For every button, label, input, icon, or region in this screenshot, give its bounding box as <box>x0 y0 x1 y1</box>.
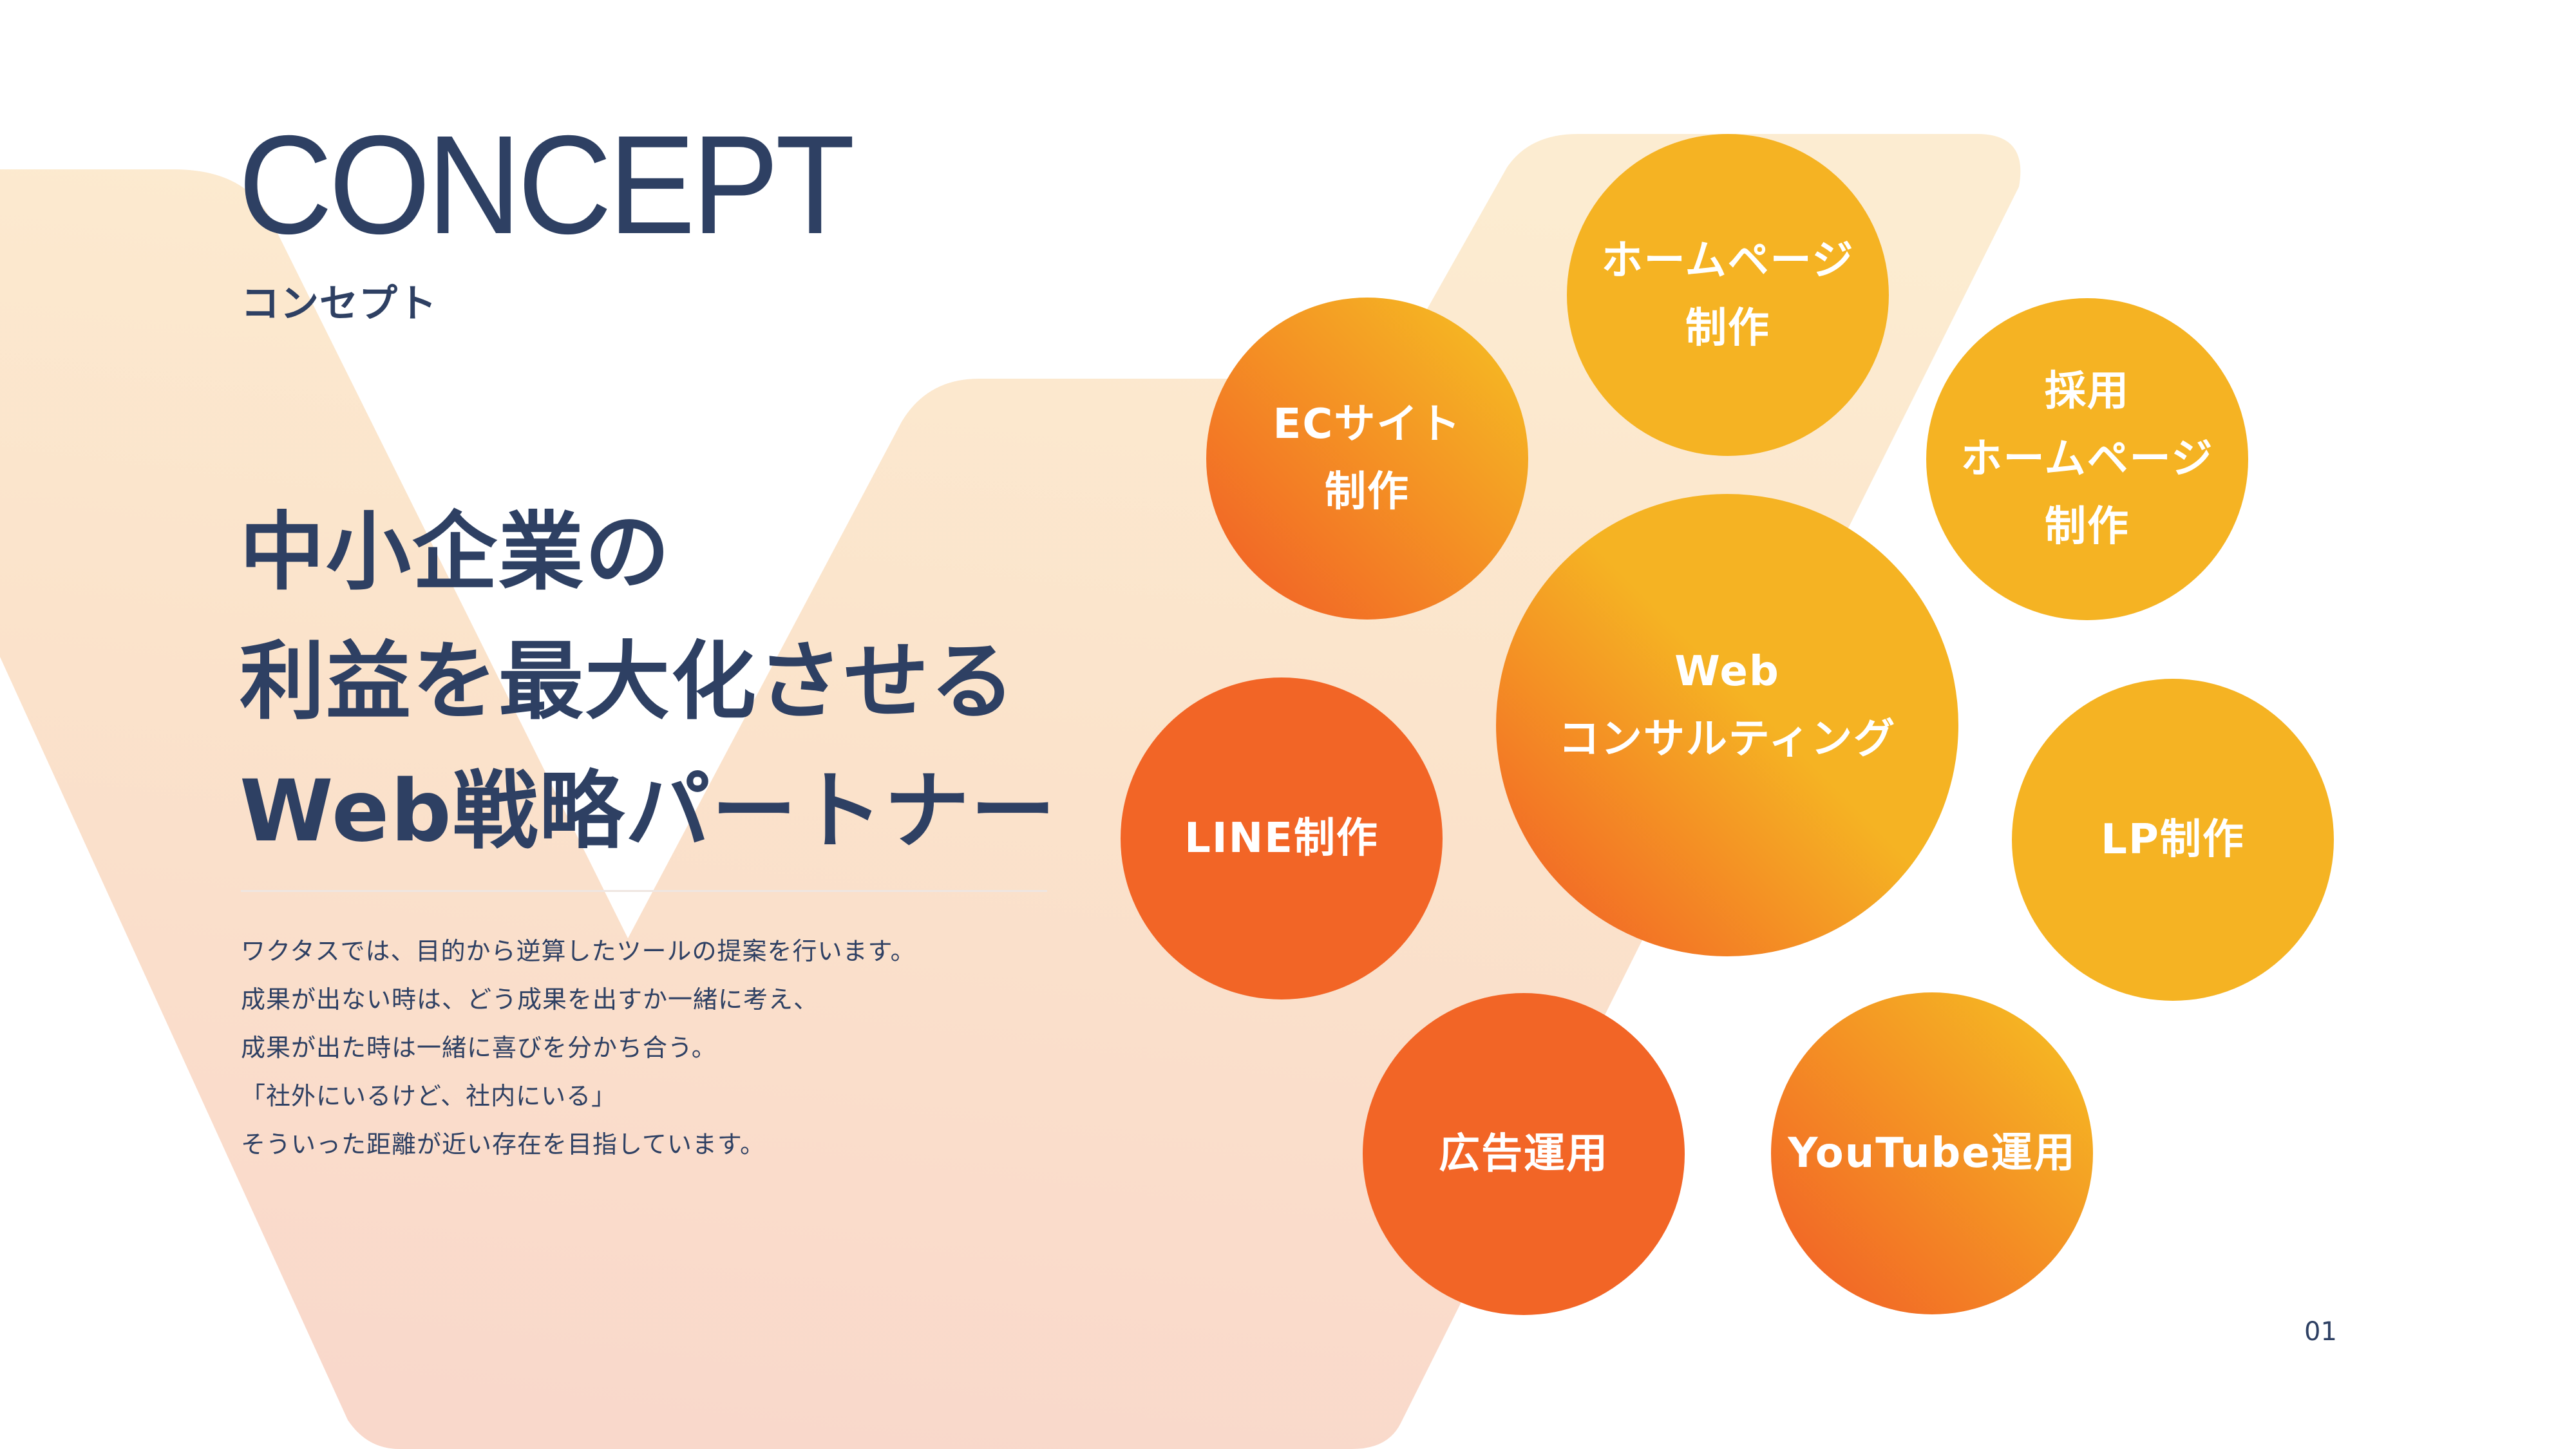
headline-line: 利益を最大化させる <box>240 632 1016 732</box>
bubble-label: ホームページ <box>1960 435 2214 483</box>
headline-line: Web戦略パートナー <box>240 762 1057 861</box>
bubble-label: 制作 <box>1325 468 1410 516</box>
bubble-label: YouTube運用 <box>1788 1129 2076 1177</box>
page-title: CONCEPT <box>238 107 855 263</box>
description-line: 成果が出た時は一緒に喜びを分かち合う。 <box>241 1034 717 1062</box>
bubble-label: ECサイト <box>1273 401 1462 448</box>
headline-line: 中小企業の <box>240 503 671 602</box>
bubble-label: Web <box>1674 648 1780 696</box>
service-bubble-youtube[interactable]: YouTube運用 <box>1771 992 2093 1314</box>
page-subtitle: コンセプト <box>241 281 437 327</box>
description-line: 「社外にいるけど、社内にいる」 <box>241 1082 617 1110</box>
service-bubble-web-consulting[interactable]: Web コンサルティング <box>1496 494 1958 956</box>
service-bubble-recruit[interactable]: 採用 ホームページ 制作 <box>1926 298 2248 620</box>
description-line: ワクタスでは、目的から逆算したツールの提案を行います。 <box>241 937 916 965</box>
service-bubble-homepage[interactable]: ホームページ 制作 <box>1567 134 1889 456</box>
bubble-label: LINE制作 <box>1184 814 1379 862</box>
service-bubble-lp[interactable]: LP制作 <box>2012 679 2334 1001</box>
bubble-label: 広告運用 <box>1439 1130 1609 1178</box>
service-bubble-ads[interactable]: 広告運用 <box>1363 993 1685 1315</box>
bubble-label: 制作 <box>2045 502 2130 551</box>
service-bubble-ec[interactable]: ECサイト 制作 <box>1206 298 1528 620</box>
concept-description: ワクタスでは、目的から逆算したツールの提案を行います。 成果が出ない時は、どう成… <box>241 927 916 1169</box>
bubble-label: LP制作 <box>2101 815 2245 864</box>
bubble-label: ホームページ <box>1601 237 1855 285</box>
divider <box>241 890 1047 892</box>
description-line: そういった距離が近い存在を目指しています。 <box>241 1130 766 1159</box>
bubble-label: コンサルティング <box>1558 715 1897 763</box>
bubble-label: 制作 <box>1685 305 1770 352</box>
page-number: 01 <box>2304 1317 2337 1347</box>
bubble-label: 採用 <box>2045 367 2130 415</box>
description-line: 成果が出ない時は、どう成果を出すか一緒に考え、 <box>241 985 819 1014</box>
service-bubble-line[interactable]: LINE制作 <box>1121 677 1443 999</box>
headline: 中小企業の 利益を最大化させる Web戦略パートナー <box>240 488 1057 876</box>
